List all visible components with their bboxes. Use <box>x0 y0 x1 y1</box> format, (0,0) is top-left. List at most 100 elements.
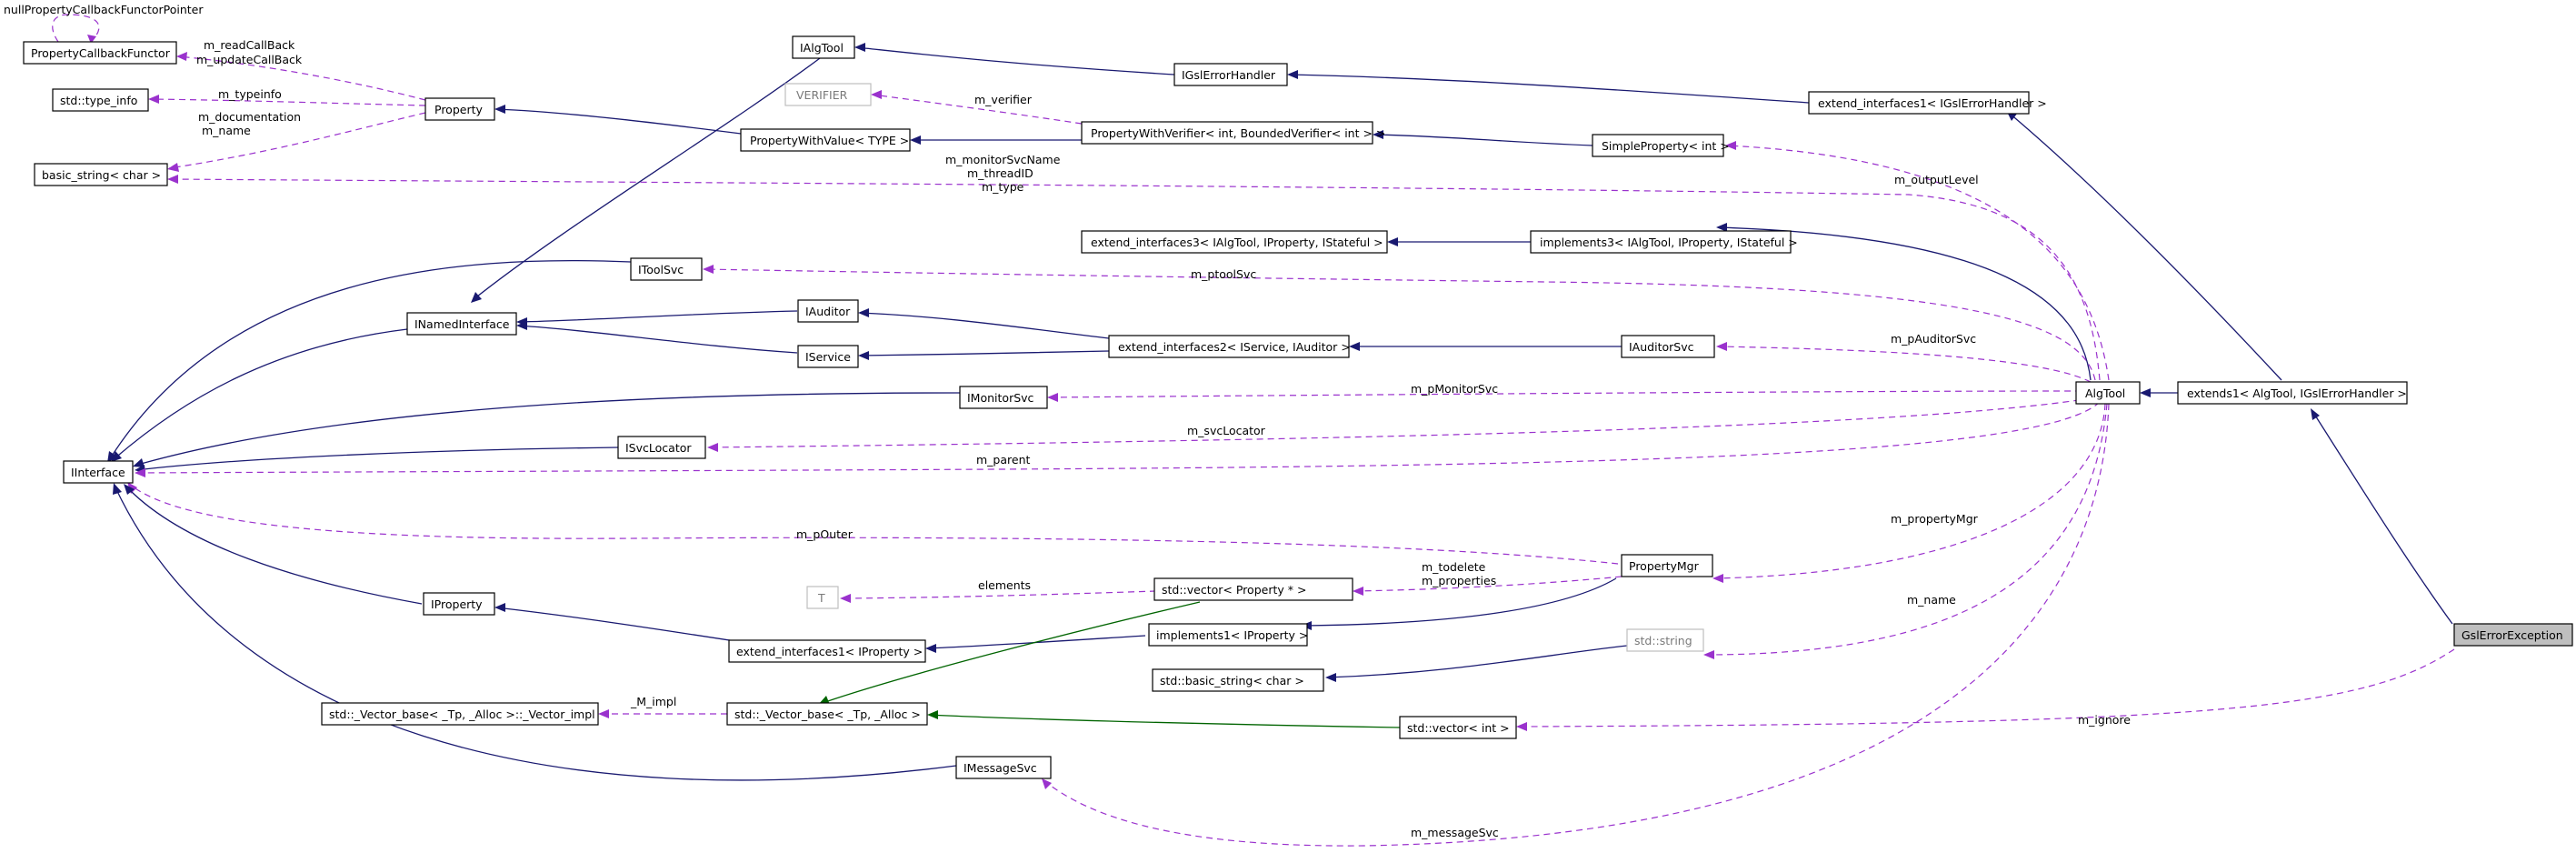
node-box <box>1530 230 1792 254</box>
arrowhead <box>910 135 921 145</box>
node-box <box>2453 623 2573 647</box>
edge-property-to-type-info <box>149 98 426 106</box>
node-extend-interfaces1-iproperty[interactable]: extend_interfaces1< IProperty > <box>736 645 923 658</box>
edge-iservice-to-inamed <box>517 325 798 354</box>
label-m-update-callback: m_updateCallBack <box>196 53 303 66</box>
edge-vector-property-to-vector-base <box>819 601 1201 705</box>
label-m-pouter: m_pOuter <box>796 527 854 541</box>
node-box <box>728 639 926 663</box>
label-m-name-algtool: m_name <box>1907 593 1956 607</box>
arrowhead <box>1716 223 1727 232</box>
node-property[interactable]: Property <box>434 103 483 116</box>
arrowhead <box>1725 141 1736 150</box>
node-box <box>726 702 928 726</box>
edge-algtool-to-implements3 <box>1717 226 2092 381</box>
node-property-with-verifier[interactable]: PropertyWithVerifier< int, BoundedVerifi… <box>1091 126 1385 140</box>
node-property-with-value[interactable]: PropertyWithValue< TYPE > <box>750 134 909 147</box>
edge-extend2-to-iservice <box>859 350 1110 356</box>
arrowhead <box>1325 673 1336 682</box>
edge-pouter <box>128 483 1619 565</box>
arrowhead <box>471 292 482 303</box>
edge-implements1-to-propertymgr <box>1304 577 1617 627</box>
arrowhead <box>494 105 505 114</box>
arrowhead <box>1373 130 1383 139</box>
arrowhead <box>167 175 178 184</box>
arrowhead <box>1703 650 1714 659</box>
arrowhead <box>858 351 869 360</box>
node-box <box>630 257 703 281</box>
node-std-vector-property-ptr[interactable]: std::vector< Property * > <box>1162 583 1306 597</box>
node-ialgtool[interactable]: IAlgTool <box>800 41 844 55</box>
arrowhead <box>1349 342 1360 351</box>
label-m-todelete: m_todelete <box>1422 560 1486 574</box>
node-gsl-error-exception[interactable]: GslErrorException <box>2461 628 2563 642</box>
node-implements3[interactable]: implements3< IAlgTool, IProperty, IState… <box>1540 236 1798 249</box>
arrowhead <box>111 451 122 462</box>
node-iauditorsvc[interactable]: IAuditorSvc <box>1629 340 1694 354</box>
edge-parent <box>135 401 2101 474</box>
edge-isvclocator-to-iinterface <box>135 447 619 471</box>
arrowhead <box>167 163 179 172</box>
arrowhead <box>148 95 159 104</box>
arrowhead <box>707 443 718 452</box>
label-m-name: m_name <box>202 124 251 137</box>
node-itoolsvc[interactable]: IToolSvc <box>638 263 684 276</box>
node-imonitorsvc[interactable]: IMonitorSvc <box>967 391 1034 405</box>
node-algtool[interactable]: AlgTool <box>2085 386 2125 400</box>
edge-svclocator <box>708 397 2092 448</box>
label-m-type: m_type <box>982 180 1024 194</box>
node-box <box>1621 335 1715 358</box>
edge-extend2-to-iauditor <box>859 312 1110 339</box>
node-property-callback-functor[interactable]: PropertyCallbackFunctor <box>31 46 171 60</box>
label-m-impl: _M_impl <box>630 695 676 708</box>
node-extend-interfaces1-igsl[interactable]: extend_interfaces1< IGslErrorHandler > <box>1818 96 2047 110</box>
edge-null-callback-self-loop <box>52 14 100 43</box>
node-box <box>792 35 855 59</box>
node-std-type-info[interactable]: std::type_info <box>60 94 137 107</box>
node-iauditor[interactable]: IAuditor <box>805 305 851 318</box>
node-box <box>1081 121 1373 145</box>
arrowhead <box>127 482 137 494</box>
arrowhead <box>113 483 122 495</box>
node-iproperty[interactable]: IProperty <box>431 597 483 611</box>
node-vector-base[interactable]: std::_Vector_base< _Tp, _Alloc > <box>734 707 921 721</box>
node-std-basic-string-char[interactable]: std::basic_string< char > <box>1160 674 1304 687</box>
node-box <box>23 41 177 65</box>
label-m-output-level: m_outputLevel <box>1894 173 1979 186</box>
label-m-propertymgr: m_propertyMgr <box>1891 512 1979 526</box>
arrowhead <box>927 710 938 719</box>
node-extend-interfaces3[interactable]: extend_interfaces3< IAlgTool, IProperty,… <box>1091 236 1383 249</box>
node-extends1[interactable]: extends1< AlgTool, IGslErrorHandler > <box>2187 386 2407 400</box>
node-box <box>1808 91 2030 115</box>
node-box <box>1152 668 1324 692</box>
edge-imessagesvc-to-iinterface <box>114 485 957 781</box>
node-box <box>1621 554 1713 577</box>
node-box <box>1173 63 1288 86</box>
node-box <box>797 345 859 368</box>
node-iservice[interactable]: IService <box>805 350 851 364</box>
edge-pmonitorsvc <box>1048 390 2082 398</box>
node-box <box>63 460 134 484</box>
node-iinterface[interactable]: IInterface <box>71 466 125 479</box>
node-imessagesvc[interactable]: IMessageSvc <box>964 761 1037 775</box>
node-inamedinterface[interactable]: INamedInterface <box>414 317 510 331</box>
label-m-pmonitorsvc: m_pMonitorSvc <box>1411 382 1498 396</box>
node-std-vector-int[interactable]: std::vector< int > <box>1407 721 1510 735</box>
edge-property-to-callback-functor <box>177 55 426 101</box>
node-basic-string-char[interactable]: basic_string< char > <box>42 168 161 182</box>
node-simple-property-int[interactable]: SimpleProperty< int > <box>1602 139 1730 153</box>
node-box <box>406 312 517 336</box>
node-extend-interfaces2[interactable]: extend_interfaces2< IService, IAuditor > <box>1118 340 1351 354</box>
label-m-read-callback: m_readCallBack <box>204 38 295 52</box>
node-igsl-error-handler[interactable]: IGslErrorHandler <box>1182 68 1276 82</box>
node-box <box>2075 381 2141 405</box>
node-vector-impl[interactable]: std::_Vector_base< _Tp, _Alloc >::_Vecto… <box>329 707 595 721</box>
node-box <box>1153 577 1353 601</box>
node-implements1-iproperty[interactable]: implements1< IProperty > <box>1156 628 1308 642</box>
label-m-ignore: m_ignore <box>2078 713 2131 727</box>
label-m-messagesvc: m_messageSvc <box>1411 826 1499 839</box>
node-property-mgr[interactable]: PropertyMgr <box>1629 559 1700 573</box>
node-isvclocator[interactable]: ISvcLocator <box>625 441 692 455</box>
edge-algtool-to-basic-string <box>168 178 2101 381</box>
